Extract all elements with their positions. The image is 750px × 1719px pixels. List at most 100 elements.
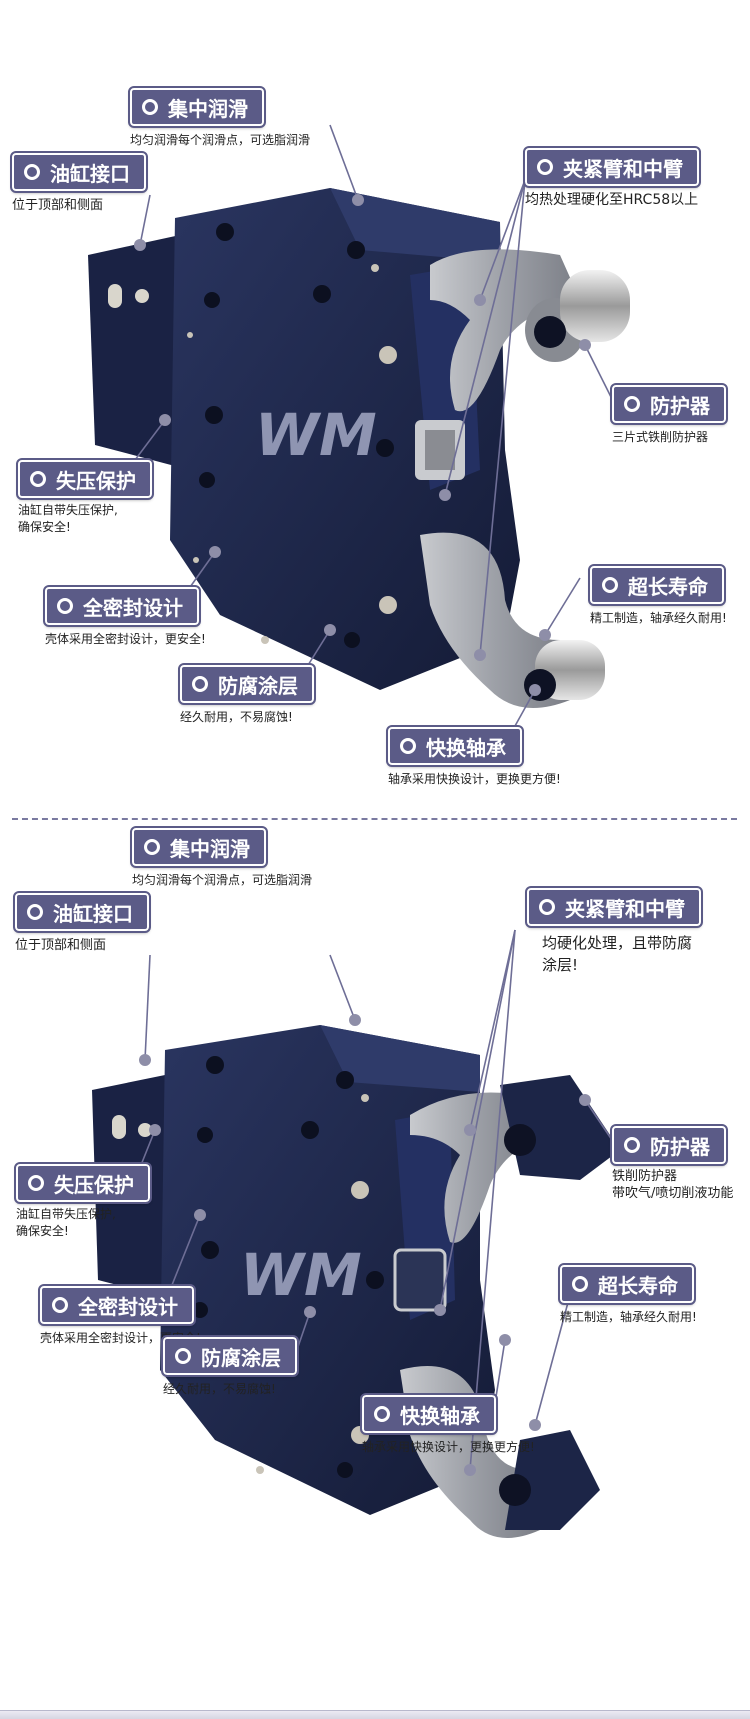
bearing-desc: 轴承采用快换设计，更换更方便!	[388, 772, 561, 786]
callout-long-life: 超长寿命 精工制造，轴承经久耐用!	[588, 564, 727, 627]
pressure-tag: 失压保护	[14, 1162, 152, 1204]
wm-logo: WM	[255, 401, 377, 469]
clamp-arm-desc-2: 涂层!	[542, 956, 579, 974]
long-life-desc: 精工制造，轴承经久耐用!	[560, 1310, 697, 1324]
sealed-desc: 壳体采用全密封设计，更安全!	[40, 1331, 201, 1345]
circle-icon	[175, 1348, 191, 1364]
bottom-bar	[0, 1710, 750, 1719]
pressure-title: 失压保护	[54, 1172, 134, 1197]
lubrication-title: 集中润滑	[168, 96, 248, 121]
clamp-arm-desc-1: 均硬化处理，且带防腐	[542, 934, 693, 952]
circle-icon	[28, 1175, 44, 1191]
callout-guard: 防护器 三片式铁削防护器	[610, 383, 728, 446]
callout-long-life: 超长寿命 精工制造，轴承经久耐用!	[558, 1263, 697, 1326]
callout-cylinder-port: 油缸接口 位于顶部和侧面	[10, 151, 148, 214]
circle-icon	[572, 1276, 588, 1292]
circle-icon	[374, 1406, 390, 1422]
pressure-tag: 失压保护	[16, 458, 154, 500]
sealed-desc: 壳体采用全密封设计，更安全!	[45, 632, 206, 646]
callout-pressure-protection: 失压保护 油缸自带失压保护, 确保安全!	[14, 1162, 152, 1240]
callout-lubrication: 集中润滑 均匀润滑每个润滑点，可选脂润滑	[130, 826, 313, 889]
cylinder-port-desc: 位于顶部和侧面	[12, 198, 104, 213]
clamp-arm-tag: 夹紧臂和中臂	[525, 886, 703, 928]
cylinder-port-title: 油缸接口	[50, 161, 130, 186]
sealed-tag: 全密封设计	[38, 1284, 196, 1326]
callout-guard: 防护器 铁削防护器 带吹气/喷切削液功能	[610, 1124, 734, 1202]
circle-icon	[624, 1137, 640, 1153]
clamp-arm-desc: 均热处理硬化至HRC58以上	[525, 192, 699, 208]
bearing-tag: 快换轴承	[360, 1393, 498, 1435]
pressure-desc-2: 确保安全!	[18, 520, 71, 534]
clamp-machine-illustration-2: WM	[92, 929, 620, 1538]
callout-clamp-arm: 夹紧臂和中臂 均热处理硬化至HRC58以上	[523, 146, 701, 209]
long-life-title: 超长寿命	[628, 574, 708, 599]
lubrication-tag: 集中润滑	[128, 86, 266, 128]
circle-icon	[537, 159, 553, 175]
callout-cylinder-port: 油缸接口 位于顶部和侧面	[13, 891, 151, 954]
feature-section-1: WM	[0, 0, 750, 820]
lubrication-title: 集中润滑	[170, 836, 250, 861]
dashed-divider	[12, 818, 737, 820]
long-life-tag: 超长寿命	[588, 564, 726, 606]
lubrication-desc: 均匀润滑每个润滑点，可选脂润滑	[130, 133, 311, 147]
callout-sealed-design: 全密封设计 壳体采用全密封设计，更安全!	[43, 585, 206, 648]
long-life-tag: 超长寿命	[558, 1263, 696, 1305]
callout-sealed-design: 全密封设计 壳体采用全密封设计，更安全!	[38, 1284, 201, 1347]
guard-title: 防护器	[650, 393, 710, 418]
guard-desc-1: 铁削防护器	[612, 1169, 678, 1184]
long-life-desc: 精工制造，轴承经久耐用!	[590, 611, 727, 625]
sealed-title: 全密封设计	[83, 595, 183, 620]
circle-icon	[400, 738, 416, 754]
feature-section-2: WM 集	[0, 826, 750, 1650]
circle-icon	[52, 1297, 68, 1313]
circle-icon	[539, 899, 555, 915]
pressure-title: 失压保护	[56, 468, 136, 493]
guard-title: 防护器	[650, 1134, 710, 1159]
lubrication-tag: 集中润滑	[130, 826, 268, 868]
clamp-arm-tag: 夹紧臂和中臂	[523, 146, 701, 188]
anticorrosion-desc: 经久耐用，不易腐蚀!	[163, 1382, 276, 1396]
anticorrosion-tag: 防腐涂层	[178, 663, 316, 705]
callout-anticorrosion: 防腐涂层 经久耐用，不易腐蚀!	[161, 1335, 299, 1398]
bearing-title: 快换轴承	[400, 1403, 480, 1428]
anticorrosion-tag: 防腐涂层	[161, 1335, 299, 1377]
lubrication-desc: 均匀润滑每个润滑点，可选脂润滑	[132, 873, 313, 887]
circle-icon	[142, 99, 158, 115]
clamp-arm-title: 夹紧臂和中臂	[565, 896, 685, 921]
cylinder-port-title: 油缸接口	[53, 901, 133, 926]
anticorrosion-title: 防腐涂层	[201, 1345, 281, 1370]
long-life-title: 超长寿命	[598, 1273, 678, 1298]
anticorrosion-desc: 经久耐用，不易腐蚀!	[180, 710, 293, 724]
pressure-desc-1: 油缸自带失压保护,	[16, 1207, 116, 1221]
wm-logo: WM	[240, 1241, 362, 1309]
clamp-machine-illustration-1: WM	[88, 124, 630, 736]
callout-quick-change-bearing: 快换轴承 轴承采用快换设计，更换更方便!	[386, 725, 561, 788]
cylinder-port-desc: 位于顶部和侧面	[15, 938, 107, 953]
callout-clamp-arm: 夹紧臂和中臂 均硬化处理，且带防腐 涂层!	[525, 886, 727, 976]
circle-icon	[57, 598, 73, 614]
circle-icon	[27, 904, 43, 920]
guard-desc: 三片式铁削防护器	[612, 430, 709, 444]
circle-icon	[144, 839, 160, 855]
callout-pressure-protection: 失压保护 油缸自带失压保护, 确保安全!	[16, 458, 154, 536]
sealed-title: 全密封设计	[78, 1294, 178, 1319]
guard-tag: 防护器	[610, 1124, 728, 1166]
cylinder-port-tag: 油缸接口	[13, 891, 151, 933]
clamp-arm-title: 夹紧臂和中臂	[563, 156, 683, 181]
bearing-title: 快换轴承	[426, 735, 506, 760]
circle-icon	[24, 164, 40, 180]
guard-desc-2: 带吹气/喷切削液功能	[612, 1186, 734, 1201]
anticorrosion-title: 防腐涂层	[218, 673, 298, 698]
callout-anticorrosion: 防腐涂层 经久耐用，不易腐蚀!	[178, 663, 316, 726]
sealed-tag: 全密封设计	[43, 585, 201, 627]
circle-icon	[624, 396, 640, 412]
callout-lubrication: 集中润滑 均匀润滑每个润滑点，可选脂润滑	[128, 86, 311, 149]
cylinder-port-tag: 油缸接口	[10, 151, 148, 193]
pressure-desc-1: 油缸自带失压保护,	[18, 503, 118, 517]
pressure-desc-2: 确保安全!	[16, 1224, 69, 1238]
guard-tag: 防护器	[610, 383, 728, 425]
callout-quick-change-bearing: 快换轴承 轴承采用快换设计，更换更方便!	[360, 1393, 535, 1456]
circle-icon	[192, 676, 208, 692]
bearing-desc: 轴承采用快换设计，更换更方便!	[362, 1440, 535, 1454]
circle-icon	[30, 471, 46, 487]
